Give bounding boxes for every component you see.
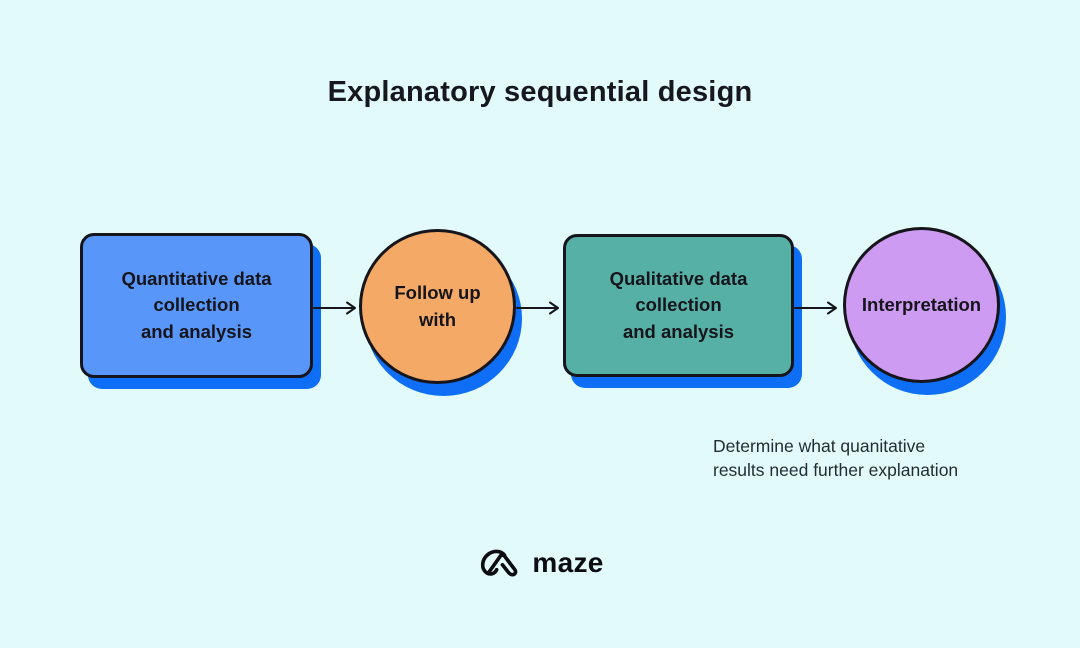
arrow-right-icon <box>794 301 837 315</box>
step-quantitative-data-box: Quantitative data collection and analysi… <box>80 233 313 378</box>
step-follow-up-circle: Follow up with <box>359 229 516 384</box>
step-label: Interpretation <box>861 293 982 315</box>
step-qualitative-data-box: Qualitative data collection and analysis <box>563 234 794 377</box>
step-interpretation-circle: Interpretation <box>843 227 1000 383</box>
step-label: Qualitative data collection and analysis <box>609 268 748 342</box>
maze-logo-mark-icon <box>480 549 518 577</box>
brand-name: maze <box>532 546 604 578</box>
arrow-right-icon <box>313 301 356 315</box>
annotation-text: Determine what quanitative results need … <box>713 436 959 480</box>
step-label: Follow up with <box>394 282 481 330</box>
page-title: Explanatory sequential design <box>327 76 753 108</box>
arrow-right-icon <box>516 301 559 315</box>
brand-footer: maze <box>476 547 603 580</box>
step-label: Quantitative data collection and analysi… <box>121 268 272 342</box>
